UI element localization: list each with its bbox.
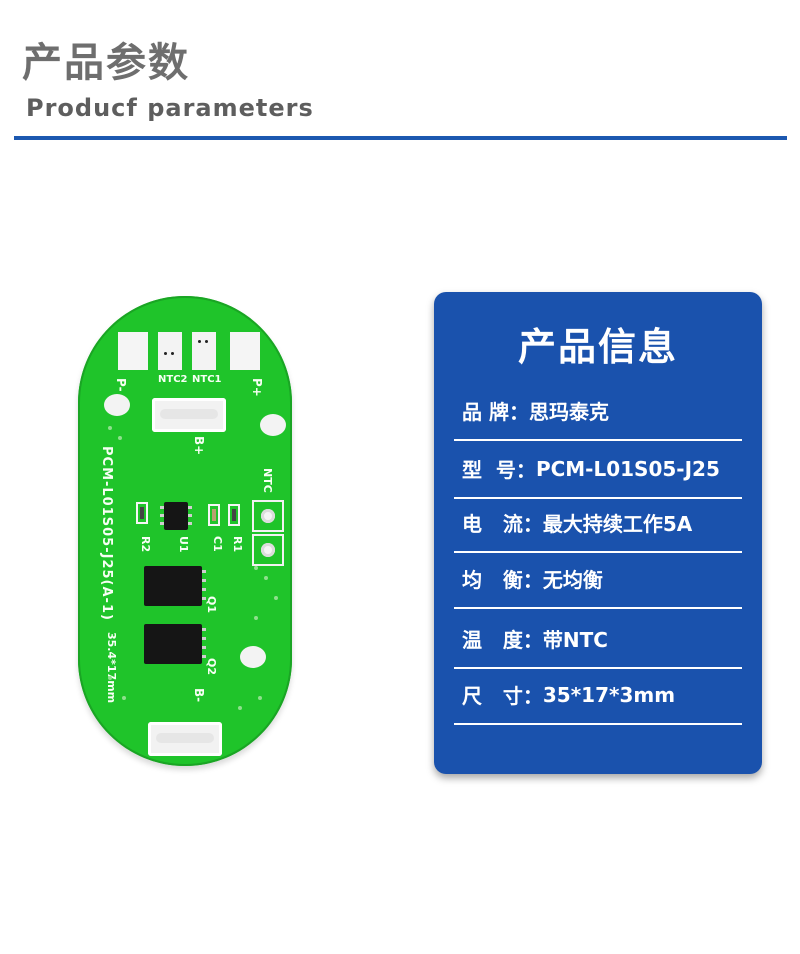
info-row-current: 电 流： 最大持续工作5A	[454, 494, 742, 553]
ic-u1	[160, 502, 192, 530]
pcb-board: P- NTC2 NTC1 P+ B+ PCM-L01S05-J25(A-1) 3…	[78, 296, 292, 766]
pad-p-plus	[230, 332, 260, 370]
resistor-r1	[228, 504, 240, 526]
label-b-minus: B-	[192, 688, 206, 703]
label-ntc1: NTC1	[192, 374, 222, 385]
label-q2: Q2	[205, 658, 218, 676]
info-label: 品 牌：	[462, 400, 529, 424]
label-u1: U1	[177, 536, 190, 553]
label-model: PCM-L01S05-J25(A-1)	[99, 446, 114, 621]
info-value: 最大持续工作5A	[542, 512, 693, 536]
pad-p-minus	[118, 332, 148, 370]
info-row-size: 尺 寸： 35*17*3mm	[454, 666, 742, 725]
info-row-balance: 均 衡： 无均衡	[454, 550, 742, 609]
label-r2: R2	[139, 536, 152, 553]
info-label: 温 度：	[462, 628, 543, 652]
info-label: 尺 寸：	[462, 684, 543, 708]
info-value: 思玛泰克	[528, 400, 609, 424]
info-label: 电 流：	[462, 512, 543, 536]
mosfet-q1	[144, 566, 206, 606]
mount-hole	[260, 414, 286, 436]
label-c1: C1	[211, 536, 224, 552]
label-p-minus: P-	[114, 378, 128, 392]
label-size: 35.4*17mm	[105, 632, 118, 704]
pad-ntc1	[192, 332, 216, 370]
label-b-plus: B+	[192, 436, 206, 456]
info-value: 无均衡	[542, 568, 603, 592]
mount-hole	[240, 646, 266, 668]
title-divider	[14, 136, 787, 140]
resistor-r2	[136, 502, 148, 524]
bottom-battery-slot	[148, 722, 222, 756]
top-battery-slot	[152, 398, 226, 432]
ntc-pad	[252, 534, 284, 566]
pad-ntc2	[158, 332, 182, 370]
card-title: 产品信息	[517, 325, 678, 369]
label-p-plus: P+	[250, 378, 264, 397]
label-q1: Q1	[205, 596, 218, 614]
product-info-card: 产品信息 品 牌： 思玛泰克 型 号： PCM-L01S05-J25 电 流： …	[434, 292, 762, 774]
info-row-temperature: 温 度： 带NTC	[454, 610, 742, 669]
info-value: PCM-L01S05-J25	[535, 456, 720, 481]
info-label: 型 号：	[462, 458, 536, 482]
info-label: 均 衡：	[462, 568, 543, 592]
product-image: P- NTC2 NTC1 P+ B+ PCM-L01S05-J25(A-1) 3…	[70, 290, 310, 780]
page-title: 产品参数	[22, 40, 190, 86]
ntc-pad	[252, 500, 284, 532]
capacitor-c1	[208, 504, 220, 526]
label-ntc: NTC	[261, 468, 274, 493]
mount-hole	[104, 394, 130, 416]
label-ntc2: NTC2	[158, 374, 188, 385]
label-r1: R1	[231, 536, 244, 553]
mosfet-q2	[144, 624, 206, 664]
info-row-model: 型 号： PCM-L01S05-J25	[454, 440, 742, 499]
info-row-brand: 品 牌： 思玛泰克	[454, 382, 742, 441]
page-subtitle: Producf parameters	[26, 94, 314, 122]
info-value: 带NTC	[542, 628, 608, 652]
info-value: 35*17*3mm	[542, 682, 676, 707]
